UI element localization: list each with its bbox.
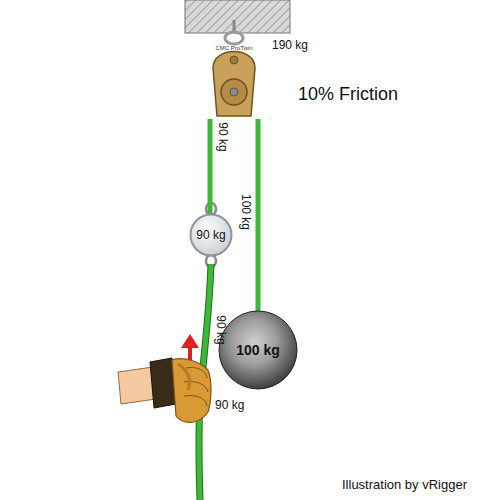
- brand-mark: CMC ProTwin: [215, 45, 252, 51]
- ceiling-block: [185, 0, 290, 33]
- rope-load: 90 kg: [216, 122, 230, 151]
- weight-value: 100 kg: [236, 342, 280, 358]
- anchor-load: 190 kg: [272, 38, 308, 52]
- gloved-hand: [118, 358, 211, 422]
- pull-force: 90 kg: [215, 398, 244, 412]
- weight-value: 90 kg: [196, 228, 225, 242]
- rope: [208, 119, 213, 214]
- rope: [256, 119, 261, 311]
- scale-dial: 90 kg: [189, 213, 233, 257]
- pulley: CMC ProTwin: [203, 38, 265, 120]
- anchor-ring: [225, 32, 243, 44]
- rope-load: 100 kg: [239, 194, 253, 230]
- load-weight: 100 kg: [218, 310, 298, 390]
- rope-load: 90 kg: [214, 315, 228, 344]
- credit: Illustration by vRigger: [342, 477, 467, 492]
- friction-note: 10% Friction: [298, 84, 398, 105]
